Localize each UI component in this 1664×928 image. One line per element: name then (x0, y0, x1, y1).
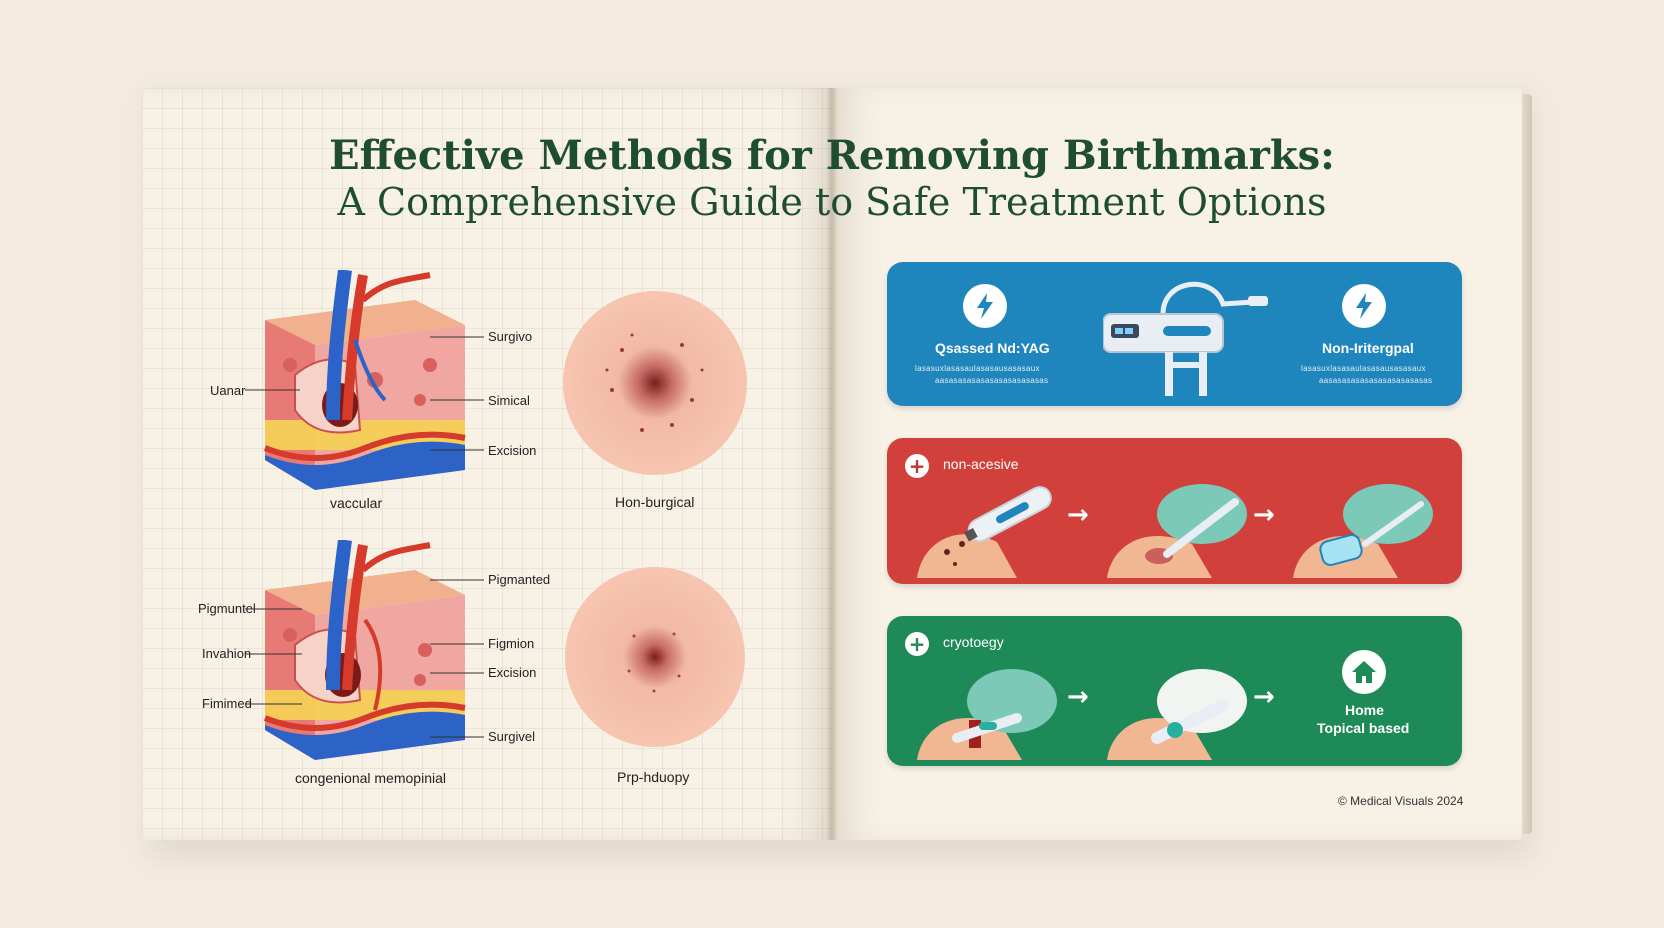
leader-lines-bottom (245, 579, 484, 738)
label-excision: Excision (488, 443, 537, 458)
leader-lines-top (245, 336, 484, 451)
label-pigmuntel: Pigmuntel (198, 601, 256, 616)
plus-icon: + (905, 454, 929, 478)
arrow-icon: → (1253, 500, 1275, 530)
cryo-end-label-1: Home (1345, 702, 1384, 718)
label-simical: Simical (488, 393, 530, 408)
treatment-step-2-icon (1107, 484, 1247, 578)
laser-right-label: Non-Iritergpal (1322, 340, 1414, 356)
copyright-footer: © Medical Visuals 2024 (1338, 794, 1464, 808)
treatment-step-3-icon (1293, 484, 1433, 578)
skin-cross-section-bottom (263, 540, 466, 760)
cryo-step-1-icon (917, 669, 1057, 760)
treatment-step-1-icon (917, 486, 1052, 578)
caption-non-surgical: Hon-burgical (615, 494, 695, 510)
caption-prp: Prp-hduopy (617, 769, 690, 785)
page-edge (1522, 94, 1532, 834)
birthmark-circle-top (563, 291, 747, 475)
label-fimimed: Fimimed (202, 696, 252, 711)
home-icon (1342, 650, 1386, 694)
cryo-step-2-icon (1107, 669, 1247, 760)
cryo-label: cryotoegy (943, 634, 1004, 650)
arrow-icon: → (1067, 682, 1089, 712)
cryo-panel: + cryotoegy → → Home Topical based (887, 616, 1462, 766)
surgical-label: non-acesive (943, 456, 1019, 472)
laser-left-label: Qsassed Nd:YAG (935, 340, 1050, 356)
label-invahion: Invahion (202, 646, 252, 661)
title-line-1: Effective Methods for Removing Birthmark… (329, 132, 1335, 179)
label-surgivel: Surgivel (488, 729, 535, 744)
laser-fine-print-left-2: aasasasasasasasasasasasas (935, 376, 1049, 385)
label-pigmanted: Pigmanted (488, 572, 551, 587)
label-excision-2: Excision (488, 665, 537, 680)
birthmark-circle-bottom (565, 567, 745, 747)
arrow-icon: → (1067, 500, 1089, 530)
laser-fine-print-right-1: lasasuxlasasaulasasausasasaux (1301, 364, 1426, 373)
plus-circle-icon: + (905, 632, 929, 656)
skin-cross-section-top (263, 270, 466, 490)
book-spine (826, 88, 838, 840)
lightning-icon-right (1342, 284, 1386, 328)
laser-device-icon (1103, 281, 1268, 396)
laser-fine-print-right-2: aasasasasasasasasasasasas (1319, 376, 1433, 385)
label-figmion: Figmion (488, 636, 535, 651)
lightning-icon (963, 284, 1007, 328)
label-surgivo: Surgivo (488, 329, 533, 344)
laser-fine-print-left-1: lasasuxlasasaulasasausasasaux (915, 364, 1040, 373)
arrow-icon: → (1253, 682, 1275, 712)
caption-vascular: vaccular (330, 495, 383, 511)
laser-panel: Qsassed Nd:YAG lasasuxlasasaulasasausasa… (887, 262, 1462, 406)
caption-congenital: congenional memopinial (295, 770, 446, 786)
label-uanar: Uanar (210, 383, 246, 398)
title-line-2: A Comprehensive Guide to Safe Treatment … (337, 180, 1327, 224)
cryo-end-label-2: Topical based (1317, 720, 1410, 736)
surgical-panel: + non-acesive → → (887, 438, 1462, 584)
